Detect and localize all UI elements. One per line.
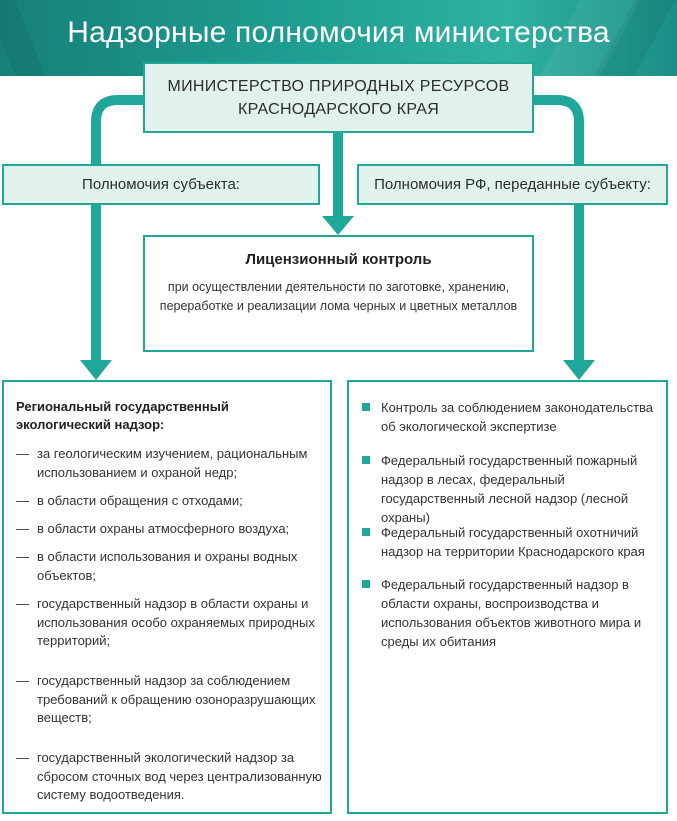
list-item: Федеральный государственный пожарный над… (361, 451, 661, 527)
square-bullet-icon (362, 528, 370, 536)
square-bullet-icon (362, 403, 370, 411)
list-item: — в области использования и охраны водны… (16, 548, 328, 585)
list-item-text: Федеральный государственный надзор в обл… (381, 577, 642, 649)
license-description: при осуществлении деятельности по загото… (159, 280, 518, 313)
dash-icon: — (16, 673, 29, 688)
regional-supervision-panel: Региональный государственный экологическ… (2, 380, 332, 814)
federal-supervision-panel: Контроль за соблюдением законодательства… (347, 380, 668, 814)
list-item: — за геологическим изучением, рациональн… (16, 445, 328, 482)
ministry-box: МИНИСТЕРСТВО ПРИРОДНЫХ РЕСУРСОВ КРАСНОДА… (143, 62, 534, 133)
connector-left (91, 95, 143, 362)
dash-icon: — (16, 521, 29, 536)
list-item: Федеральный государственный охотничий на… (361, 523, 661, 561)
panel-heading: Региональный государственный экологическ… (16, 399, 229, 432)
dash-icon: — (16, 493, 29, 508)
list-item-text: Контроль за соблюдением законодательства… (381, 400, 654, 434)
square-bullet-icon (362, 456, 370, 464)
license-control-box: Лицензионный контроль при осуществлении … (143, 235, 534, 352)
list-item: Федеральный государственный надзор в обл… (361, 575, 661, 651)
list-item-text: в области обращения с отходами; (37, 493, 243, 508)
dash-icon: — (16, 750, 29, 765)
category-federal-powers: Полномочия РФ, переданные субъекту: (357, 164, 668, 205)
list-item-text: в области охраны атмосферного воздуха; (37, 521, 290, 536)
ministry-name-line2: КРАСНОДАРСКОГО КРАЯ (237, 101, 440, 118)
list-item-text: в области использования и охраны водных … (37, 549, 298, 583)
arrow-right (563, 360, 595, 380)
list-item: — в области охраны атмосферного воздуха; (16, 520, 328, 539)
arrow-center (322, 216, 354, 235)
list-item-text: Федеральный государственный пожарный над… (381, 453, 638, 525)
list-item-text: государственный надзор в области охраны … (37, 596, 315, 648)
dash-icon: — (16, 596, 29, 611)
dash-icon: — (16, 446, 29, 461)
category-label: Полномочия РФ, переданные субъекту: (374, 176, 651, 193)
category-subject-powers: Полномочия субъекта: (2, 164, 320, 205)
list-item-text: Федеральный государственный охотничий на… (381, 525, 645, 559)
dash-icon: — (16, 549, 29, 564)
license-title: Лицензионный контроль (245, 251, 432, 268)
category-label: Полномочия субъекта: (82, 176, 240, 193)
list-item-text: государственный надзор за соблюдением тр… (37, 673, 316, 725)
list-item: — государственный экологический надзор з… (16, 749, 328, 805)
connector-right (534, 95, 584, 362)
arrow-left (80, 360, 112, 380)
square-bullet-icon (362, 580, 370, 588)
ministry-name-line1: МИНИСТЕРСТВО ПРИРОДНЫХ РЕСУРСОВ (167, 78, 510, 95)
list-item: — государственный надзор в области охран… (16, 595, 328, 651)
list-item: Контроль за соблюдением законодательства… (361, 398, 661, 436)
list-item: — в области обращения с отходами; (16, 492, 328, 511)
page-title: Надзорные полномочия министерства (67, 16, 610, 49)
list-item-text: государственный экологический надзор за … (37, 750, 322, 802)
list-item-text: за геологическим изучением, рациональным… (37, 446, 308, 480)
list-item: — государственный надзор за соблюдением … (16, 672, 328, 728)
